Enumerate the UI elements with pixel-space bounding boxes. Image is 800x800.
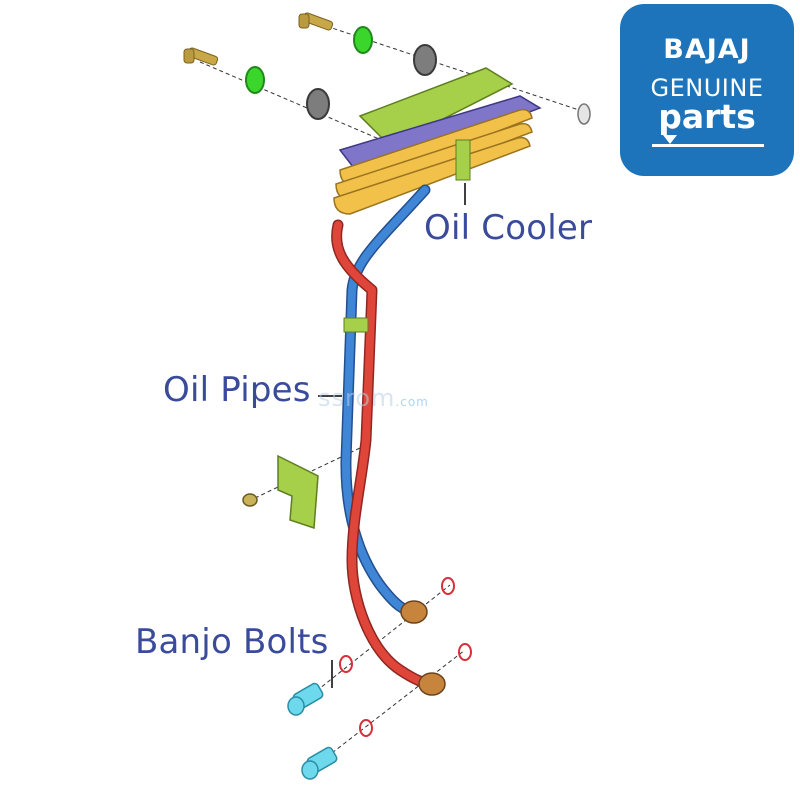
banjo-fitting: [418, 672, 446, 696]
grey-spacer: [413, 44, 437, 76]
logo-parts-text: parts: [658, 97, 756, 136]
cooler-mounting-bolt: [298, 12, 334, 31]
watermark-main: ssrom: [318, 384, 396, 412]
oil-pipes-label: Oil Pipes: [163, 370, 311, 410]
watermark: ssrom.com: [318, 384, 429, 412]
oil-pipes: [331, 184, 438, 690]
bracket-bolt: [242, 493, 258, 507]
banjo-bolt: [301, 746, 338, 780]
banjo-bolts-label: Banjo Bolts: [135, 622, 329, 662]
pipe-bracket: [277, 454, 319, 530]
banjo-bolt: [287, 682, 324, 716]
oil-cooler: [333, 67, 542, 215]
logo-arrow-icon: [663, 135, 677, 144]
cooler-mounting-bolt: [183, 47, 219, 66]
sealing-rings: [339, 577, 472, 737]
banjo-fitting: [400, 600, 428, 624]
logo-brand-text: BAJAJ: [663, 34, 751, 65]
callout-leader-lines: [318, 183, 466, 688]
logo-genuine-text: GENUINE: [650, 74, 764, 102]
flat-washer: [577, 103, 591, 125]
bajaj-genuine-parts-logo: BAJAJ GENUINE parts: [620, 4, 794, 176]
logo-underline: [652, 144, 764, 147]
green-washer: [353, 26, 373, 54]
watermark-suffix: .com: [395, 395, 429, 409]
grey-spacer: [306, 88, 330, 120]
oil-cooler-label: Oil Cooler: [424, 208, 593, 248]
green-washer: [245, 66, 265, 94]
